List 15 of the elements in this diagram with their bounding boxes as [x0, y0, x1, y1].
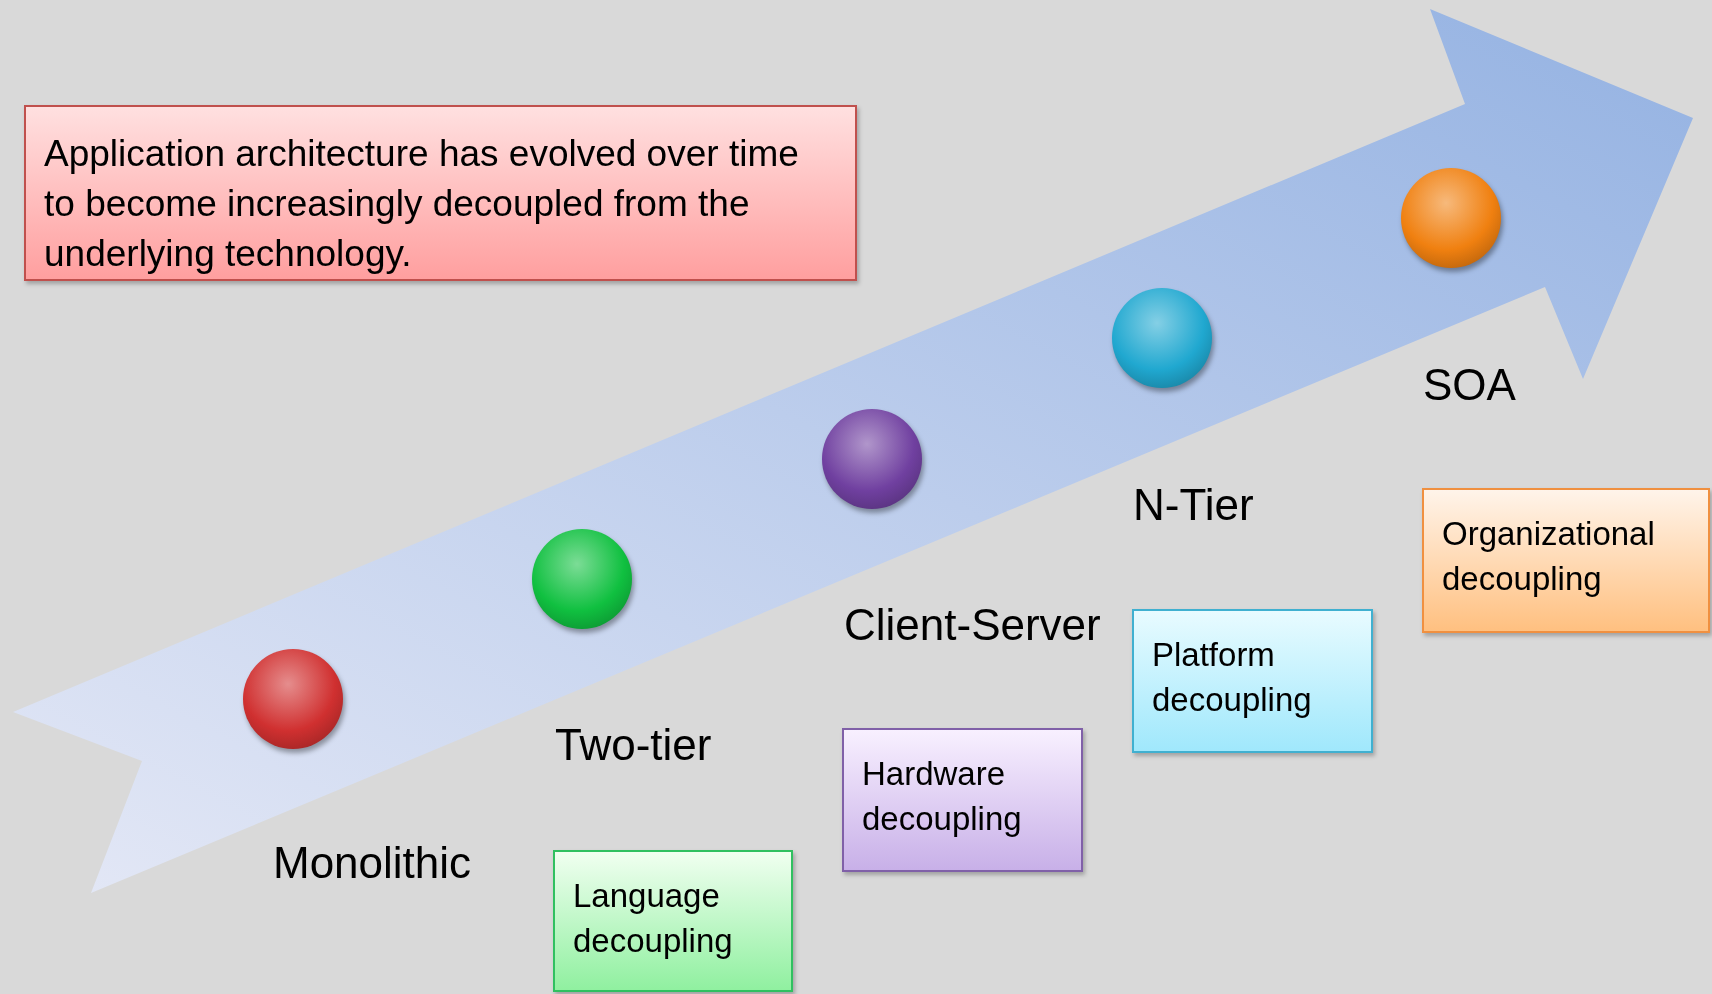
stage-box — [1422, 488, 1710, 633]
stage-label: Monolithic — [273, 838, 472, 888]
box-text: Language decoupling — [573, 876, 734, 961]
box-text: Application architecture has evolved over time to become increasingly decoupled from the underlying technology. — [44, 132, 800, 276]
note-box — [24, 105, 857, 281]
stage-label: Two-tier — [555, 720, 712, 770]
stage-box — [553, 850, 793, 992]
stage-label: SOA — [1423, 360, 1516, 410]
stage-box — [842, 728, 1083, 872]
stage-label: N-Tier — [1133, 480, 1254, 530]
box-text: Hardware decoupling — [862, 754, 1023, 839]
box-text: Organizational decoupling — [1442, 514, 1656, 599]
stage-label: Client-Server — [844, 600, 1101, 650]
stage-box — [1132, 609, 1373, 753]
box-text: Platform decoupling — [1152, 635, 1313, 720]
